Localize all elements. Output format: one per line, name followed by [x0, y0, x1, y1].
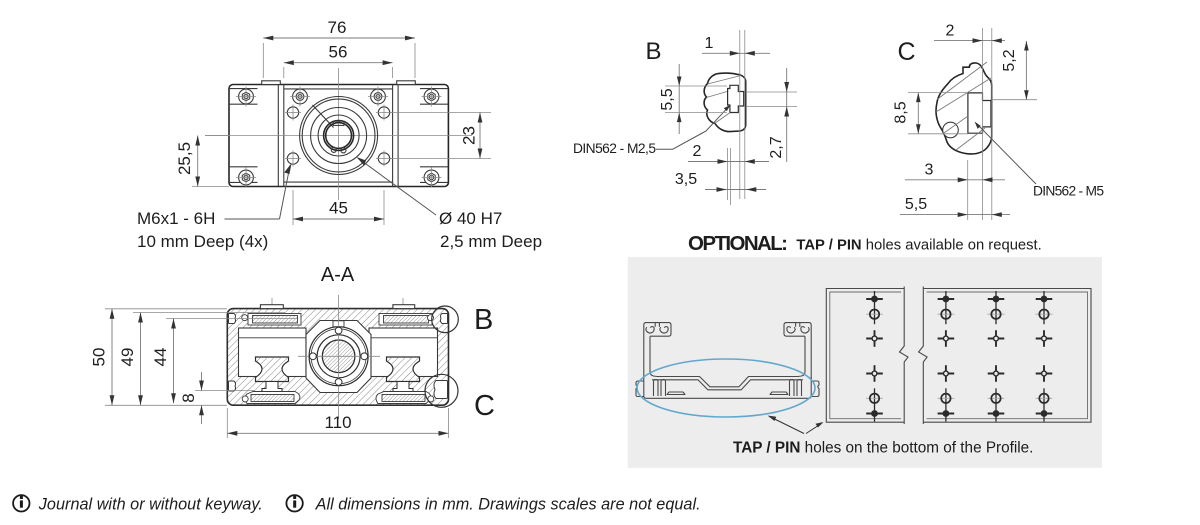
svg-text:C: C — [898, 38, 916, 66]
svg-text:25,5: 25,5 — [175, 142, 194, 175]
svg-text:2,5 mm Deep: 2,5 mm Deep — [440, 232, 542, 251]
svg-text:B: B — [646, 38, 662, 65]
svg-text:23: 23 — [460, 126, 479, 145]
svg-text:10 mm Deep (4x): 10 mm Deep (4x) — [137, 232, 268, 251]
svg-text:1: 1 — [705, 35, 714, 52]
svg-text:45: 45 — [329, 199, 348, 218]
svg-text:2: 2 — [693, 143, 702, 160]
svg-text:TAP / PIN holes on the bottom: TAP / PIN holes on the bottom of the Pro… — [733, 440, 1033, 457]
svg-text:8: 8 — [179, 393, 198, 402]
svg-text:OPTIONAL:: OPTIONAL: — [688, 232, 788, 255]
svg-text:76: 76 — [328, 18, 347, 37]
svg-text:All dimensions in mm. Drawings: All dimensions in mm. Drawings scales ar… — [315, 496, 701, 514]
svg-text:50: 50 — [90, 348, 109, 367]
svg-text:2: 2 — [946, 23, 955, 40]
svg-text:A-A: A-A — [321, 264, 355, 286]
svg-text:5,5: 5,5 — [659, 88, 676, 110]
svg-text:TAP / PIN holes available on r: TAP / PIN holes available on request. — [796, 238, 1041, 254]
svg-text:Ø 40 H7: Ø 40 H7 — [439, 209, 502, 228]
svg-text:M6x1 - 6H: M6x1 - 6H — [137, 209, 215, 228]
svg-text:DIN562 - M5: DIN562 - M5 — [1033, 184, 1104, 199]
svg-text:3: 3 — [925, 161, 934, 178]
svg-text:110: 110 — [324, 413, 351, 432]
svg-text:49: 49 — [118, 348, 137, 367]
svg-text:44: 44 — [151, 348, 170, 367]
svg-text:2,7: 2,7 — [768, 136, 785, 158]
svg-text:B: B — [474, 304, 493, 336]
svg-text:Journal with or without keyway: Journal with or without keyway. — [38, 496, 263, 514]
svg-text:5,5: 5,5 — [905, 196, 927, 213]
svg-text:3,5: 3,5 — [675, 171, 697, 188]
svg-text:8,5: 8,5 — [893, 101, 910, 123]
svg-text:56: 56 — [329, 43, 348, 62]
svg-text:5,2: 5,2 — [1001, 49, 1018, 71]
svg-text:C: C — [474, 390, 495, 422]
svg-text:DIN562 - M2,5: DIN562 - M2,5 — [573, 141, 656, 156]
